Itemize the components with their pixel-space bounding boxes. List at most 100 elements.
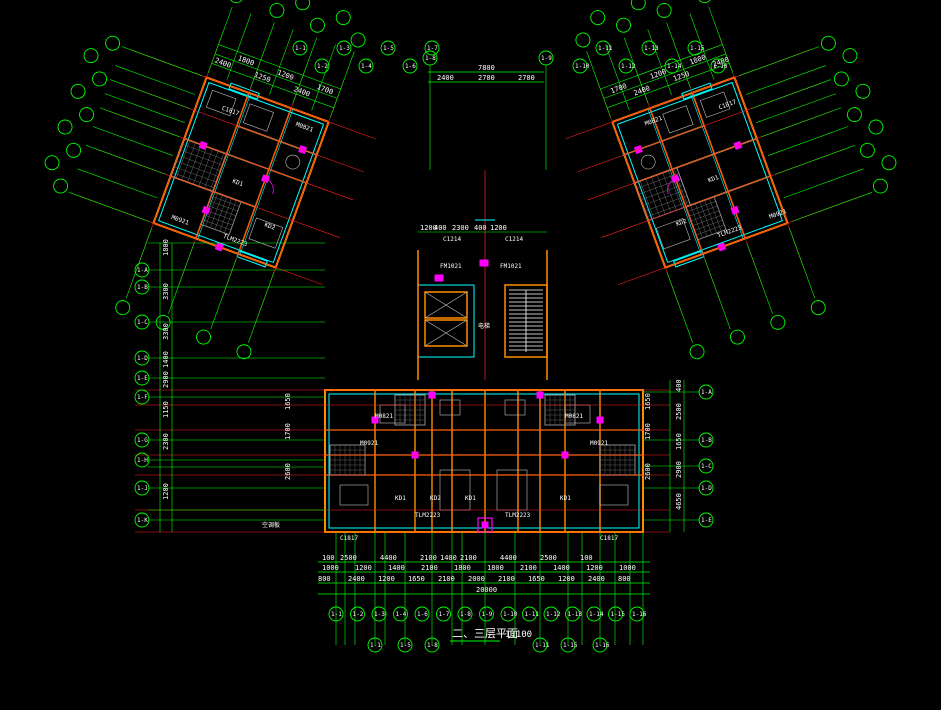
axis-bubble <box>134 370 150 386</box>
axis-line <box>761 107 842 138</box>
axis-bubble-label: 1-3 <box>339 45 350 52</box>
axis-bubble <box>367 637 383 653</box>
side-dim: 1650 <box>284 393 292 410</box>
side-dim: 1700 <box>284 423 292 440</box>
bottom-dim-row1: 1800 <box>454 564 471 572</box>
axis-bubble <box>196 329 212 345</box>
axis-line <box>168 243 195 314</box>
hatch-h <box>182 143 225 160</box>
round-table <box>285 154 301 170</box>
hatch-h <box>694 219 723 231</box>
hatch-h <box>180 149 223 166</box>
door-marker <box>481 521 489 529</box>
axis-bubble-label: 1-E <box>701 517 712 524</box>
axis-bubble <box>397 637 413 653</box>
axis-bubble <box>424 40 440 56</box>
hatch-v <box>228 201 242 235</box>
window-tag: C1817 <box>600 535 618 542</box>
hatch-h <box>642 189 686 206</box>
core-dim-label: 400 <box>434 224 447 232</box>
room-tag: KD2 <box>675 218 688 228</box>
bottom-dim-row1: 1200 <box>355 564 372 572</box>
axis-bubble <box>134 262 150 278</box>
axis-bubble <box>371 606 387 622</box>
axis-bubble-label: 1-D <box>701 485 712 492</box>
drawing-title: 二、三层平面 <box>452 627 518 640</box>
dimension-lines: 1800330033001400290011502300120040025001… <box>159 239 685 583</box>
hatch-v <box>690 205 703 239</box>
axis-bubble-label: 1-6 <box>405 63 416 70</box>
top-dim-2: 2700 <box>478 74 495 82</box>
hatch-v <box>219 198 232 232</box>
axis-bubble <box>295 0 311 11</box>
axis-bubble-label: 1-6 <box>417 611 428 618</box>
elevator-shaft <box>424 291 468 319</box>
axis-bubble-label: 1-12 <box>621 63 636 70</box>
room-tag: KD1 <box>395 495 406 502</box>
axis-bubble <box>698 458 714 474</box>
axis-bubble <box>134 350 150 366</box>
hatch-v <box>668 170 683 209</box>
axis-bubble-label: 1-2 <box>353 611 364 618</box>
bottom-dim-row2: 2100 <box>438 575 455 583</box>
axis-line <box>99 107 180 138</box>
axis-bubble <box>698 480 714 496</box>
axis-bubble <box>83 48 99 64</box>
bottom-dimensions: 20000 <box>318 561 650 595</box>
axis-bubble <box>336 40 352 56</box>
bottom-dim-row1: 1000 <box>322 564 339 572</box>
axis-bubble <box>616 17 631 33</box>
axis-bubble-label: 1-4 <box>361 63 372 70</box>
bottom-dim-row0: 100 <box>580 554 593 562</box>
axis-bubble-label: 1-5 <box>383 45 394 52</box>
axis-bubble-label: 1-D <box>137 355 148 362</box>
axis-bubble <box>350 32 366 48</box>
right-vertical-dim: 2500 <box>675 403 683 420</box>
axis-bubble-label: 1-7 <box>439 611 450 618</box>
axis-bubble <box>134 452 150 468</box>
axis-line <box>104 93 185 123</box>
left-vertical-dim: 3300 <box>162 283 170 300</box>
window-tag: TLM2223 <box>505 512 531 519</box>
side-dim: 2600 <box>644 463 652 480</box>
hatch-v <box>176 140 191 179</box>
furniture <box>599 484 629 506</box>
room-tag: KD1 <box>560 495 571 502</box>
axis-bubble <box>872 178 888 194</box>
axis-bubble-label: 1-1 <box>331 611 342 618</box>
hatch-h <box>173 166 217 183</box>
axis-bubble <box>66 142 82 158</box>
axis-bubble <box>292 40 308 56</box>
axis-bubble <box>543 606 559 622</box>
side-note: 空调板 <box>262 521 280 529</box>
hatch-v <box>224 199 237 233</box>
axis-bubble <box>134 512 150 528</box>
axis-bubble <box>630 0 646 11</box>
axis-bubble <box>770 314 786 330</box>
hatch-h <box>636 173 679 189</box>
axis-bubble-label: 1-10 <box>575 63 590 70</box>
hatch-h <box>204 214 233 226</box>
bottom-dim-row2: 1200 <box>558 575 575 583</box>
axis-bubble <box>414 606 430 622</box>
axis-line <box>751 79 832 109</box>
axis-bubble <box>618 58 634 74</box>
axis-bubble <box>269 2 285 18</box>
axis-bubble <box>641 40 657 56</box>
axis-bubble <box>590 10 606 26</box>
door-swing <box>667 178 676 195</box>
axis-bubble <box>457 606 473 622</box>
window-tag: C1214 <box>505 236 523 243</box>
hatch-h <box>695 224 725 236</box>
side-dim: 1650 <box>644 393 652 410</box>
axis-bubble <box>729 329 745 345</box>
core-dim-label: 2300 <box>452 224 469 232</box>
axis-bubble <box>134 314 150 330</box>
core-dim-label: 1200 <box>420 224 437 232</box>
axis-bubble <box>575 32 591 48</box>
bottom-dim-row0: 2100 <box>460 554 477 562</box>
bottom-dim-row0: 2500 <box>540 554 557 562</box>
